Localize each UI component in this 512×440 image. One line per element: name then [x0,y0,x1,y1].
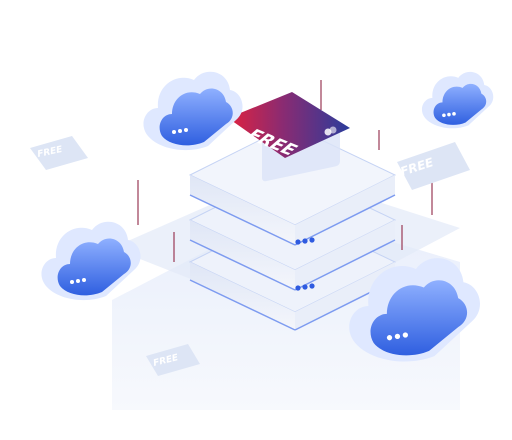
ghost-card-left: FREE [30,136,88,170]
cloud-icon [41,221,141,301]
ghost-card-bottom: FREE [146,344,200,376]
server-indicator-dots [295,237,315,291]
ghost-card-right: FREE [397,142,470,190]
cloud-icon [421,71,494,129]
cloud-icon [349,258,480,362]
cloud-icon [143,71,243,151]
